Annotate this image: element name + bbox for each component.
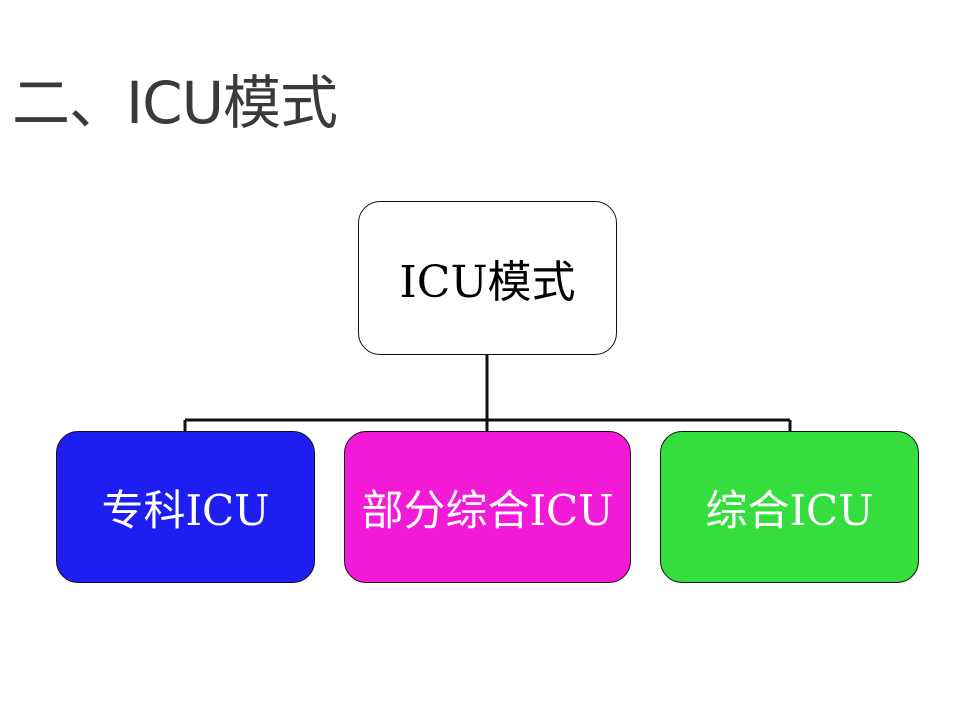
general-icu-node: 综合ICU xyxy=(660,431,919,583)
general-icu-label: 综合ICU xyxy=(705,485,874,535)
specialized-icu-label: 专科ICU xyxy=(101,485,270,535)
specialized-icu-node: 专科ICU xyxy=(56,431,315,583)
slide-title: 二、ICU模式 xyxy=(12,69,338,137)
icu-mode-root-label: ICU模式 xyxy=(399,257,576,308)
partial-general-icu-node: 部分综合ICU xyxy=(344,431,631,583)
icu-mode-root-node: ICU模式 xyxy=(358,201,617,355)
partial-general-icu-label: 部分综合ICU xyxy=(361,485,614,535)
